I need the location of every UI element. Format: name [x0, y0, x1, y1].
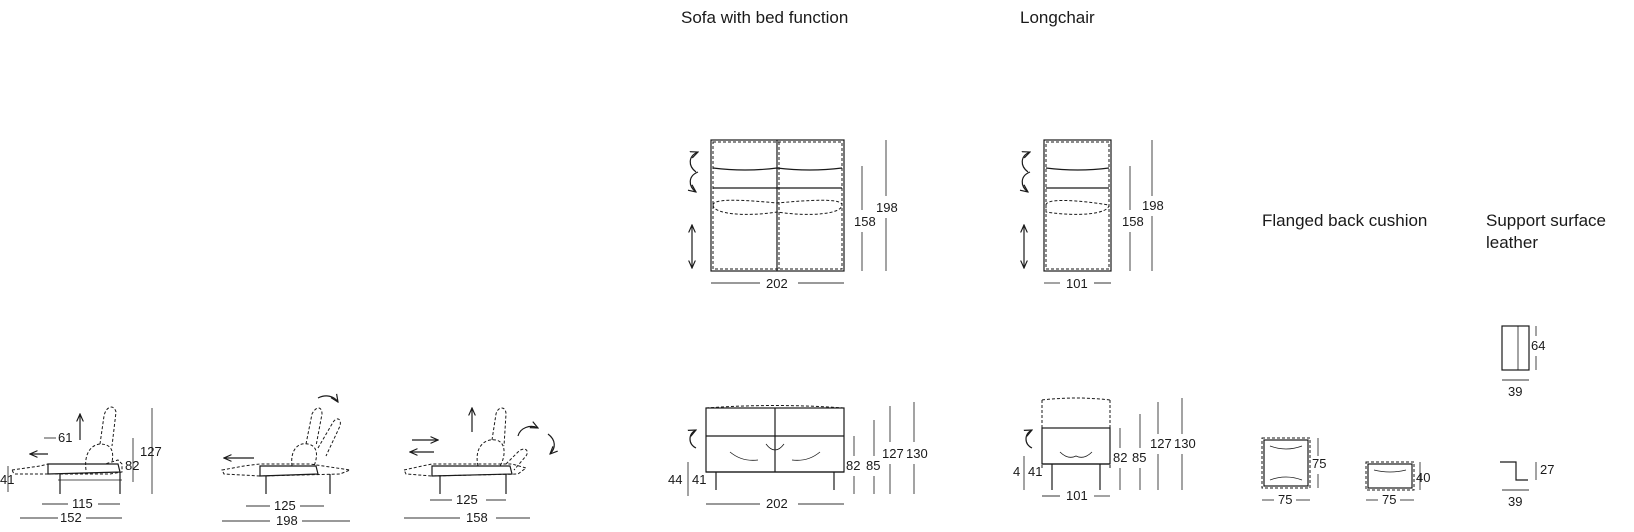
longchair-front-view: 101 4 41 82 85 127 130 — [1013, 397, 1196, 503]
title-sofa-with-bed-function: Sofa with bed function — [681, 8, 849, 27]
longchair-front-dim-85: 85 — [1132, 450, 1146, 465]
side1-seat-height-label: 41 — [0, 472, 14, 487]
sofa-front-dim-85: 85 — [866, 458, 880, 473]
side1-height-label: 82 — [125, 458, 139, 473]
support-side-height-label: 27 — [1540, 462, 1554, 477]
support-surface-side: 27 39 — [1500, 461, 1554, 509]
cushion-side-height-label: 40 — [1416, 470, 1430, 485]
sofa-top-width-label: 202 — [766, 276, 788, 291]
longchair-front-dim-4: 4 — [1013, 464, 1020, 479]
side3-total-depth-label: 158 — [466, 510, 488, 525]
side1-total-depth-label: 152 — [60, 510, 82, 525]
longchair-top-view: 101 158 198 — [1022, 139, 1164, 291]
longchair-front-width-label: 101 — [1066, 488, 1088, 503]
cushion-side-width-label: 75 — [1382, 492, 1396, 507]
sofa-front-dim-41: 41 — [692, 472, 706, 487]
longchair-front-dim-41: 41 — [1028, 464, 1042, 479]
side1-total-height-label: 127 — [140, 444, 162, 459]
sofa-front-view: 202 44 41 82 85 127 130 — [668, 402, 928, 511]
side3-depth-label: 125 — [456, 492, 478, 507]
side-view-3: 125 158 — [403, 408, 554, 525]
sofa-top-total-depth-label: 198 — [876, 200, 898, 215]
sofa-front-dim-44: 44 — [668, 472, 682, 487]
side2-total-depth-label: 198 — [276, 513, 298, 528]
sofa-front-width-label: 202 — [766, 496, 788, 511]
longchair-top-seat-depth-label: 158 — [1122, 214, 1144, 229]
title-support-surface-leather: Support surface leather — [1486, 210, 1606, 254]
longchair-front-dim-82: 82 — [1113, 450, 1127, 465]
sofa-front-dim-130: 130 — [906, 446, 928, 461]
side1-depth-label: 115 — [72, 496, 93, 511]
sofa-front-dim-127: 127 — [882, 446, 904, 461]
title-flanged-back-cushion: Flanged back cushion — [1262, 211, 1428, 230]
flanged-cushion-front: 75 75 — [1261, 437, 1326, 507]
sofa-top-view: 202 158 198 — [690, 139, 898, 291]
cushion-height-label: 75 — [1312, 456, 1326, 471]
support-surface-front: 64 39 — [1501, 325, 1545, 399]
longchair-front-dim-130: 130 — [1174, 436, 1196, 451]
sofa-front-dim-82: 82 — [846, 458, 860, 473]
sofa-top-seat-depth-label: 158 — [854, 214, 876, 229]
longchair-top-width-label: 101 — [1066, 276, 1088, 291]
longchair-front-dim-127: 127 — [1150, 436, 1172, 451]
cushion-width-label: 75 — [1278, 492, 1292, 507]
title-support-line-1: Support surface — [1486, 211, 1607, 230]
title-longchair: Longchair — [1020, 8, 1095, 27]
support-width-label: 39 — [1508, 384, 1522, 399]
side-view-2: 125 198 — [221, 396, 352, 528]
support-side-width-label: 39 — [1508, 494, 1522, 509]
side2-depth-label: 125 — [274, 498, 296, 513]
flanged-cushion-side: 40 75 — [1365, 461, 1430, 507]
side-view-1: 41 61 82 127 115 152 — [0, 406, 162, 525]
side1-arm-offset-label: 61 — [58, 430, 72, 445]
support-height-label: 64 — [1531, 338, 1545, 353]
title-support-line-2: leather — [1486, 233, 1538, 252]
longchair-top-total-depth-label: 198 — [1142, 198, 1164, 213]
